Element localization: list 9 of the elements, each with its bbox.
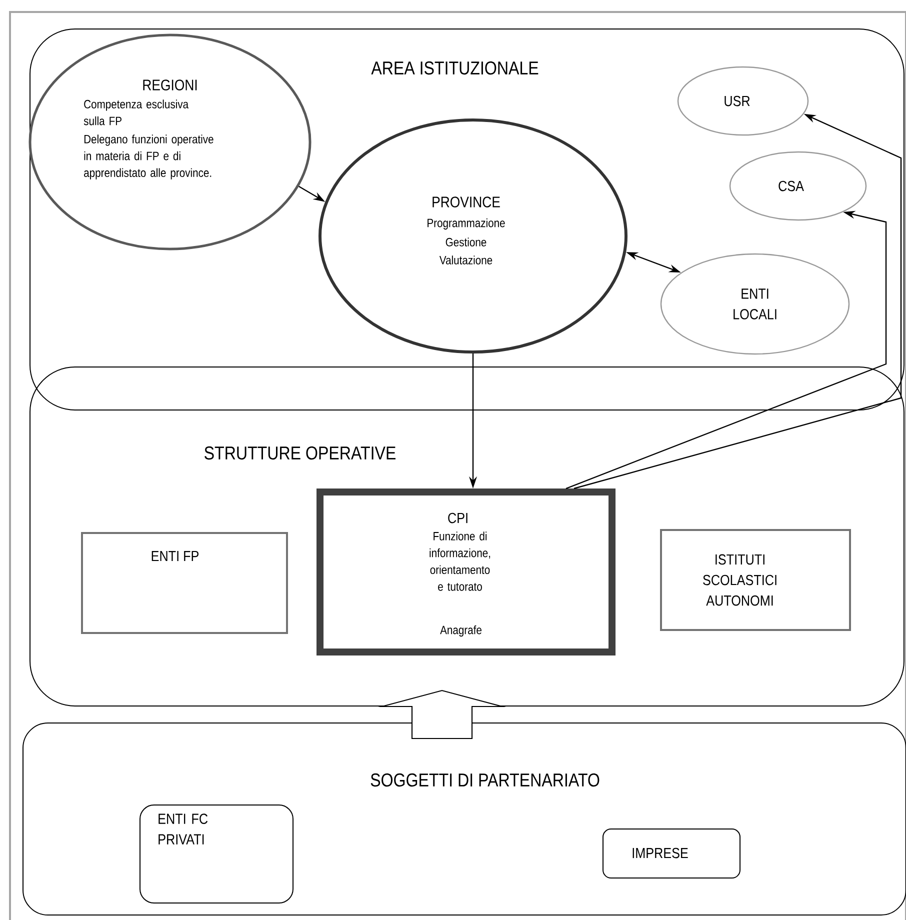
block-arrow bbox=[378, 690, 506, 740]
panel-title: STRUTTURE OPERATIVE bbox=[204, 446, 396, 460]
panel-title: SOGGETTI DI PARTENARIATO bbox=[370, 773, 600, 787]
box: CPI Funzione di informazione, orientamento e tutorato Anagrafe bbox=[316, 488, 616, 656]
box: ENTI FP bbox=[81, 532, 288, 634]
rounded-box: IMPRESE bbox=[602, 828, 740, 878]
rounded-box: ENTI FC PRIVATI bbox=[140, 804, 294, 904]
panel-title: AREA ISTITUZIONALE bbox=[371, 61, 538, 75]
box: ISTITUTI SCOLASTICI AUTONOMI bbox=[660, 529, 851, 631]
